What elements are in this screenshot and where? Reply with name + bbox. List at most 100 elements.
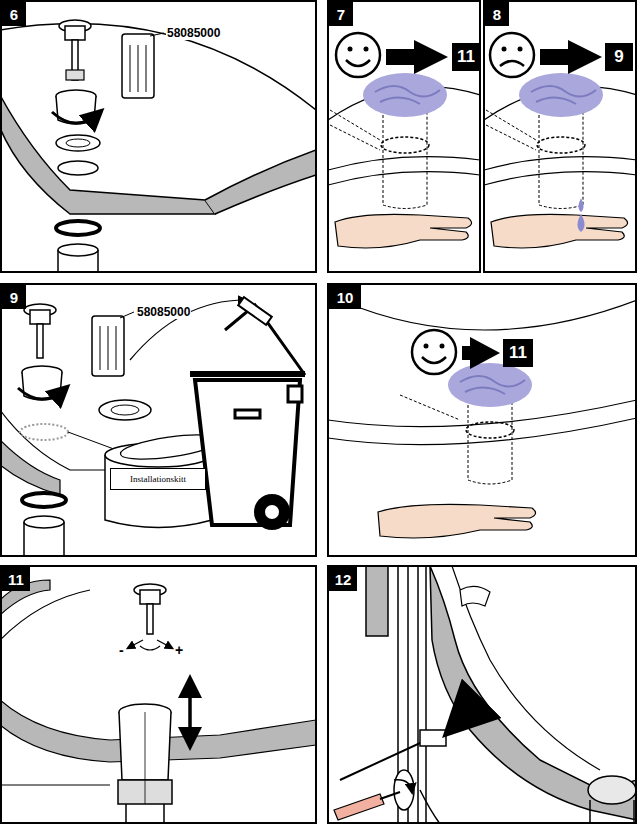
drawing-part (462, 337, 500, 369)
node-text: 11 (509, 343, 527, 363)
drawing-part (111, 405, 139, 415)
drawing-part (334, 794, 384, 820)
drawing-part (448, 363, 532, 407)
drawing-part (486, 110, 536, 150)
putty-tin-label: Installationskitt (110, 468, 206, 490)
drawing-part (24, 516, 64, 528)
drawing-part (336, 33, 380, 77)
drawing-part (394, 780, 412, 792)
part-number: 58085000 (136, 305, 191, 319)
panel-10-art (328, 300, 637, 538)
panel-9-art (0, 297, 305, 556)
drawing-part (519, 73, 603, 117)
node-text: 9 (614, 47, 623, 67)
drawing-part (37, 324, 43, 358)
adjust-sign: - (118, 642, 125, 658)
drawing-part (189, 680, 192, 745)
drawing-part (363, 73, 447, 117)
node-text: 10 (337, 289, 354, 306)
node-text: 11 (457, 47, 475, 67)
drawing-part (383, 105, 427, 209)
drawing-part (0, 95, 215, 214)
drawing-part (189, 680, 192, 745)
drawing-part (30, 310, 50, 324)
drawing-part (412, 330, 456, 374)
drawing-part (539, 105, 583, 209)
drawing-part (190, 371, 305, 377)
step-number: 6 (2, 2, 26, 26)
drawing-part (346, 60, 370, 66)
step-number: 8 (485, 2, 509, 26)
drawing-part (58, 244, 98, 256)
drawing-part (420, 790, 440, 824)
step-number: 9 (2, 285, 26, 309)
drawing-part (335, 214, 472, 248)
drawing-part (348, 47, 353, 52)
node-text: Installationskitt (130, 474, 186, 484)
drawing-part (122, 34, 154, 98)
drawing-part (588, 776, 636, 804)
node-text: 11 (8, 571, 24, 588)
drawing-part (128, 640, 143, 648)
drawing-part (394, 770, 414, 810)
step-number: 7 (329, 2, 353, 26)
drawing-part (378, 504, 536, 538)
drawing-part (375, 86, 440, 104)
panel-6-art (0, 20, 316, 272)
drawing-part (491, 214, 628, 248)
drawing-part (579, 198, 584, 212)
drawing-part (452, 710, 470, 728)
drawing-part (18, 388, 66, 399)
drawing-part (440, 344, 445, 349)
drawing-part (238, 297, 272, 325)
drawing-part (58, 161, 98, 175)
drawing-part (484, 157, 637, 185)
drawing-part (1, 566, 316, 823)
step-number: 12 (329, 567, 357, 591)
drawing-part (265, 505, 279, 519)
drawing-part (490, 33, 534, 77)
drawing-part (502, 47, 507, 52)
drawing-part (400, 395, 460, 420)
drawing-part (420, 730, 446, 746)
drawing-part (22, 493, 66, 507)
drawing-part (590, 800, 634, 824)
node-text: 9 (10, 289, 18, 306)
drawing-part (157, 640, 172, 648)
drawing-part (366, 566, 388, 636)
drawing-part (140, 646, 160, 650)
drawing-part (328, 1, 480, 272)
node-text: 7 (337, 6, 345, 23)
drawing-part (452, 566, 600, 770)
drawing-part (430, 566, 637, 820)
drawing-part (56, 221, 100, 235)
drawing-part (340, 300, 637, 330)
drawing-part (328, 566, 636, 823)
goto-step-box: 11 (452, 43, 480, 71)
drawing-part (92, 316, 124, 376)
drawing-part (145, 712, 146, 804)
drawing-part (330, 110, 380, 150)
drawing-part (126, 804, 164, 824)
drawing-part (20, 424, 68, 440)
panel-8-art (484, 33, 637, 248)
drawing-part (364, 47, 369, 52)
drawing-part (500, 61, 524, 66)
drawing-part (288, 386, 302, 402)
drawing-part (386, 40, 448, 74)
drawing-part (130, 300, 245, 360)
drawing-part (0, 24, 316, 110)
panel-11-art (0, 580, 316, 824)
drawing-part (531, 86, 596, 104)
goto-step-box: 11 (503, 339, 533, 367)
drawing-part (460, 586, 490, 606)
drawing-part (65, 26, 85, 40)
node-text: 8 (493, 6, 501, 23)
goto-step-box: 9 (605, 43, 633, 71)
drawing-part (150, 33, 164, 36)
step-number: 10 (329, 285, 361, 309)
step-number: 11 (2, 567, 30, 591)
drawing-part (540, 40, 602, 74)
